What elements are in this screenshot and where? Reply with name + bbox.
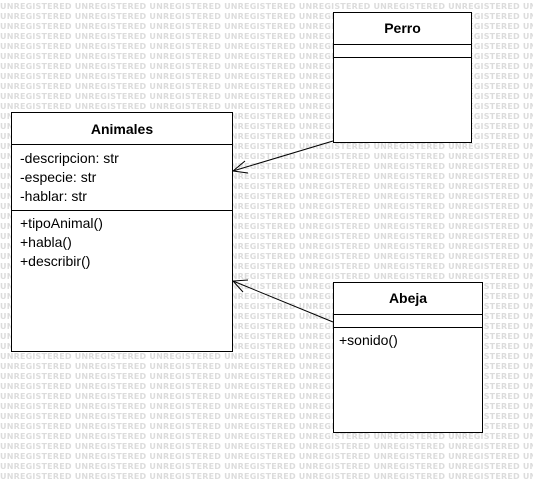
method: +sonido()	[339, 332, 398, 348]
watermark-row: UNREGISTERED UNREGISTERED UNREGISTERED U…	[0, 2, 533, 11]
attributes-compartment: -descripcion: str -especie: str -hablar:…	[12, 145, 232, 211]
attribute: -especie: str	[20, 169, 97, 185]
class-name: Abeja	[334, 283, 482, 315]
watermark-row: UNREGISTERED UNREGISTERED UNREGISTERED U…	[0, 432, 533, 441]
class-animales[interactable]: Animales -descripcion: str -especie: str…	[11, 112, 233, 352]
method: +habla()	[20, 234, 72, 250]
method: +describir()	[20, 253, 91, 269]
class-abeja[interactable]: Abeja +sonido()	[333, 282, 483, 433]
methods-compartment: +sonido()	[334, 328, 482, 350]
watermark-row: UNREGISTERED UNREGISTERED UNREGISTERED U…	[0, 462, 533, 471]
perro-to-animales-edge	[231, 140, 334, 174]
watermark-row: UNREGISTERED UNREGISTERED UNREGISTERED U…	[0, 472, 533, 481]
watermark-row: UNREGISTERED UNREGISTERED UNREGISTERED U…	[0, 442, 533, 451]
open-arrow-head	[231, 279, 249, 293]
watermark-row: UNREGISTERED UNREGISTERED UNREGISTERED U…	[0, 452, 533, 461]
abeja-to-animales-edge	[231, 279, 334, 323]
attribute: -hablar: str	[20, 188, 87, 204]
class-name: Animales	[12, 113, 232, 145]
attributes-compartment	[334, 315, 482, 328]
method: +tipoAnimal()	[20, 215, 103, 231]
open-arrow-head	[231, 160, 249, 174]
attributes-compartment	[334, 45, 471, 58]
attribute: -descripcion: str	[20, 150, 119, 166]
methods-compartment: +tipoAnimal() +habla() +describir()	[12, 211, 232, 271]
class-name: Perro	[334, 13, 471, 45]
methods-compartment	[334, 58, 471, 142]
class-perro[interactable]: Perro	[333, 12, 472, 143]
